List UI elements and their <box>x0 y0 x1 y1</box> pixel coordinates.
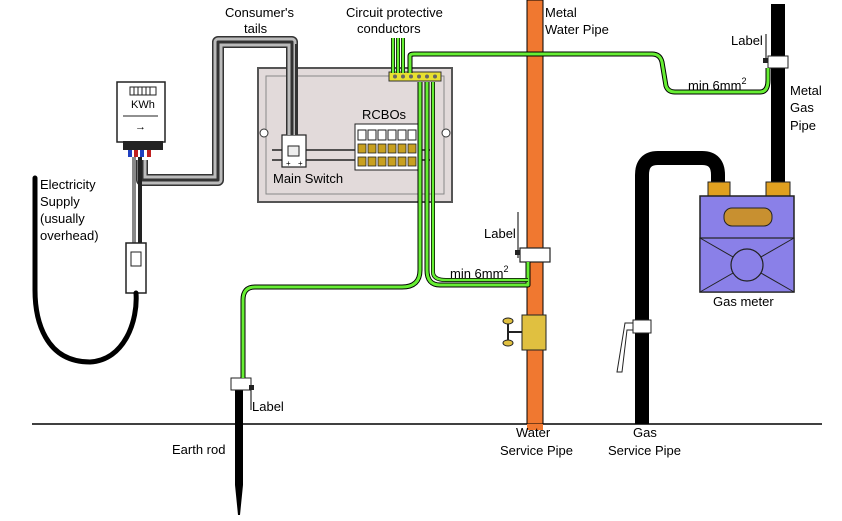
electricity-supply-label-line4: overhead) <box>40 228 99 243</box>
gas-top-clamp <box>767 55 789 69</box>
label-water: Label <box>484 226 516 241</box>
arrow-icon: → <box>135 121 146 133</box>
gas-meter <box>699 195 795 293</box>
gas-clamp <box>632 319 652 334</box>
electricity-supply-label-line3: (usually <box>40 211 85 226</box>
metal-gas-pipe-label-line3: Pipe <box>790 118 816 133</box>
supply-cable <box>32 175 139 365</box>
metal-water-pipe-label-line2: Water Pipe <box>545 22 609 37</box>
electricity-meter: KWh → <box>116 81 166 157</box>
label-gas-top: Label <box>731 33 763 48</box>
min6-gas-label: min 6mm2 <box>688 76 746 93</box>
gas-service-pipe-label-line1: Gas <box>633 425 657 440</box>
gas-service-pipe-label-line2: Service Pipe <box>608 443 681 458</box>
cpc-label-line1: Circuit protective <box>346 5 443 20</box>
consumers-tails-label-line1: Consumer's <box>225 5 294 20</box>
stop-valve <box>502 314 547 351</box>
metal-gas-pipe-label-line2: Gas <box>790 100 814 115</box>
gas-meter-label: Gas meter <box>713 294 774 309</box>
gas-service-pipe <box>635 151 725 424</box>
metal-water-pipe-label-line1: Metal <box>545 5 577 20</box>
svg-text:+: + <box>286 159 291 168</box>
water-clamp <box>519 247 551 263</box>
min6-water-label: min 6mm2 <box>450 264 508 281</box>
water-service-pipe-label-line1: Water <box>516 425 551 440</box>
earth-rod <box>230 377 254 515</box>
service-cutout <box>125 242 147 294</box>
consumers-tails-label-line2: tails <box>244 21 268 36</box>
kwh-label: KWh <box>131 99 155 111</box>
screw-right-icon <box>441 128 451 138</box>
water-pipe <box>526 0 544 425</box>
svg-text:+: + <box>298 159 303 168</box>
rcbo-bank <box>354 123 420 171</box>
cpc-label-line2: conductors <box>357 21 421 36</box>
earth-rod-label: Earth rod <box>172 442 225 457</box>
main-switch: + + <box>281 134 307 168</box>
metal-gas-pipe <box>771 4 785 196</box>
screw-left-icon <box>259 128 269 138</box>
bonding-conductors <box>240 38 771 378</box>
electricity-supply-label-line1: Electricity <box>40 177 96 192</box>
water-service-pipe-label-line2: Service Pipe <box>500 443 573 458</box>
metal-gas-pipe-label-line1: Metal <box>790 83 822 98</box>
main-switch-label: Main Switch <box>273 171 343 186</box>
label-earth: Label <box>252 399 284 414</box>
rcbos-label: RCBOs <box>362 107 407 122</box>
earth-terminal-bar <box>388 71 442 82</box>
electricity-supply-label-line2: Supply <box>40 194 80 209</box>
